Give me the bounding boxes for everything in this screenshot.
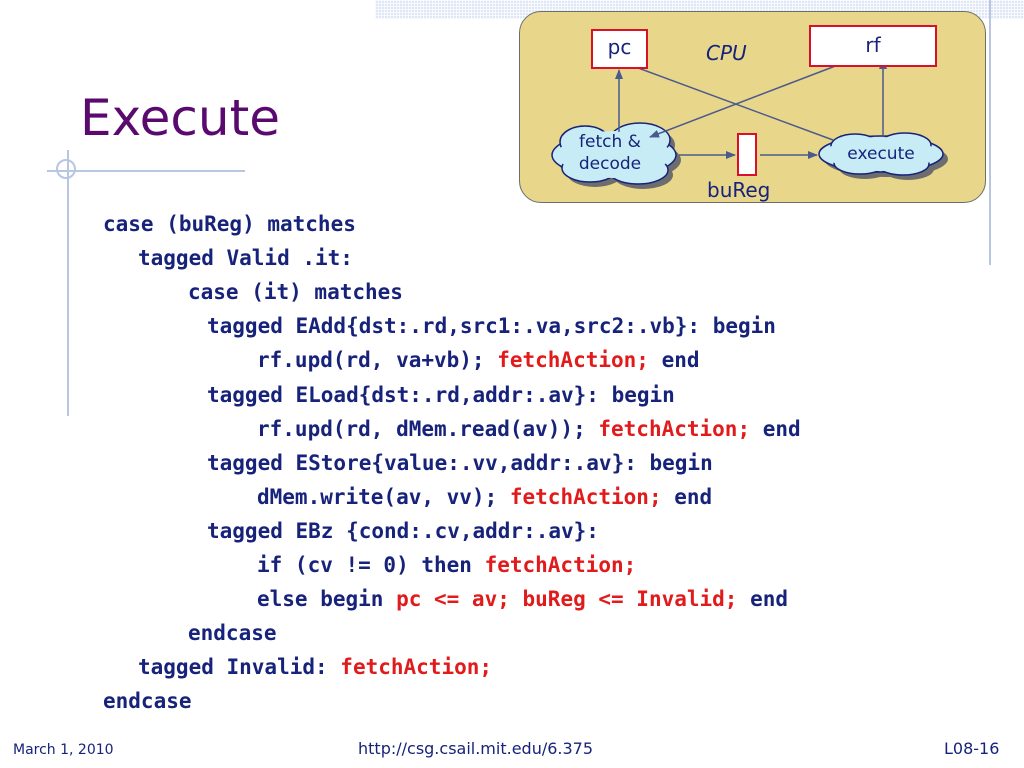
code-line: tagged Invalid: fetchAction; (138, 650, 492, 684)
code-line: tagged EBz {cond:.cv,addr:.av}: (207, 514, 599, 548)
code-token: end (737, 587, 789, 612)
code-token: tagged EStore{value:.vv,addr:.av}: begin (207, 450, 713, 475)
code-token: if (cv != 0) then (257, 553, 485, 577)
fetch-decode-label: fetch & decode (560, 131, 660, 175)
code-token: rf.upd(rd, dMem.read(av)); (257, 416, 599, 441)
code-line: case (buReg) matches (103, 207, 356, 241)
code-token: case (it) matches (188, 280, 403, 305)
decorative-vertical-line-right (989, 0, 991, 265)
code-line: case (it) matches (188, 275, 403, 309)
code-line: endcase (188, 616, 277, 650)
code-token: else begin (257, 587, 397, 612)
decorative-circle-icon (56, 159, 76, 179)
code-token-highlight: fetchAction; (598, 416, 751, 441)
code-line: else begin pc <= av; buReg <= Invalid; e… (257, 582, 788, 616)
code-token: dMem.write(av, vv); (257, 484, 510, 509)
bureg-label: buReg (707, 178, 771, 202)
code-token: tagged ELoad{dst:.rd,addr:.av}: begin (207, 382, 675, 407)
code-line: endcase (103, 684, 192, 718)
code-line: if (cv != 0) then fetchAction; (257, 548, 636, 582)
code-line: tagged ELoad{dst:.rd,addr:.av}: begin (207, 378, 675, 412)
code-line: rf.upd(rd, va+vb); fetchAction; end (257, 343, 700, 377)
decorative-vertical-line-left (67, 150, 69, 416)
code-token: case (buReg) matches (103, 212, 356, 236)
footer-date: March 1, 2010 (13, 742, 114, 758)
code-token: end (750, 416, 801, 441)
decorative-horizontal-line (47, 170, 245, 172)
code-token-highlight: fetchAction; (497, 348, 649, 373)
execute-label: execute (847, 144, 915, 164)
code-line: tagged EStore{value:.vv,addr:.av}: begin (207, 446, 713, 480)
code-line: dMem.write(av, vv); fetchAction; end (257, 480, 712, 514)
cpu-label: CPU (706, 41, 747, 65)
slide-title: Execute (80, 89, 280, 147)
code-token: end (648, 348, 700, 373)
code-token: tagged Valid .it: (138, 246, 353, 271)
footer-page-number: L08-16 (944, 739, 1000, 758)
rf-register: rf (809, 25, 937, 67)
code-token-highlight: fetchAction; (340, 655, 493, 680)
code-token: tagged EAdd{dst:.rd,src1:.va,src2:.vb}: … (207, 314, 776, 339)
code-line: tagged Valid .it: (138, 241, 353, 275)
bureg-register (737, 133, 757, 176)
code-token: rf.upd(rd, va+vb); (257, 348, 498, 373)
code-token: tagged EBz {cond:.cv,addr:.av}: (207, 518, 599, 543)
code-token: end (661, 484, 713, 509)
code-token-highlight: fetchAction; (484, 553, 637, 577)
code-token-highlight: pc <= av; buReg <= Invalid; (396, 587, 738, 612)
fetch-decode-label-line2: decode (578, 154, 642, 175)
code-line: tagged EAdd{dst:.rd,src1:.va,src2:.vb}: … (207, 309, 776, 343)
footer-url: http://csg.csail.mit.edu/6.375 (358, 739, 594, 758)
code-token: endcase (188, 621, 277, 646)
code-token-highlight: fetchAction; (509, 484, 662, 509)
fetch-decode-label-line1: fetch & (579, 132, 641, 152)
pc-register: pc (591, 29, 648, 69)
code-token: tagged Invalid: (138, 655, 341, 680)
code-token: endcase (103, 689, 192, 714)
code-line: rf.upd(rd, dMem.read(av)); fetchAction; … (257, 412, 801, 446)
